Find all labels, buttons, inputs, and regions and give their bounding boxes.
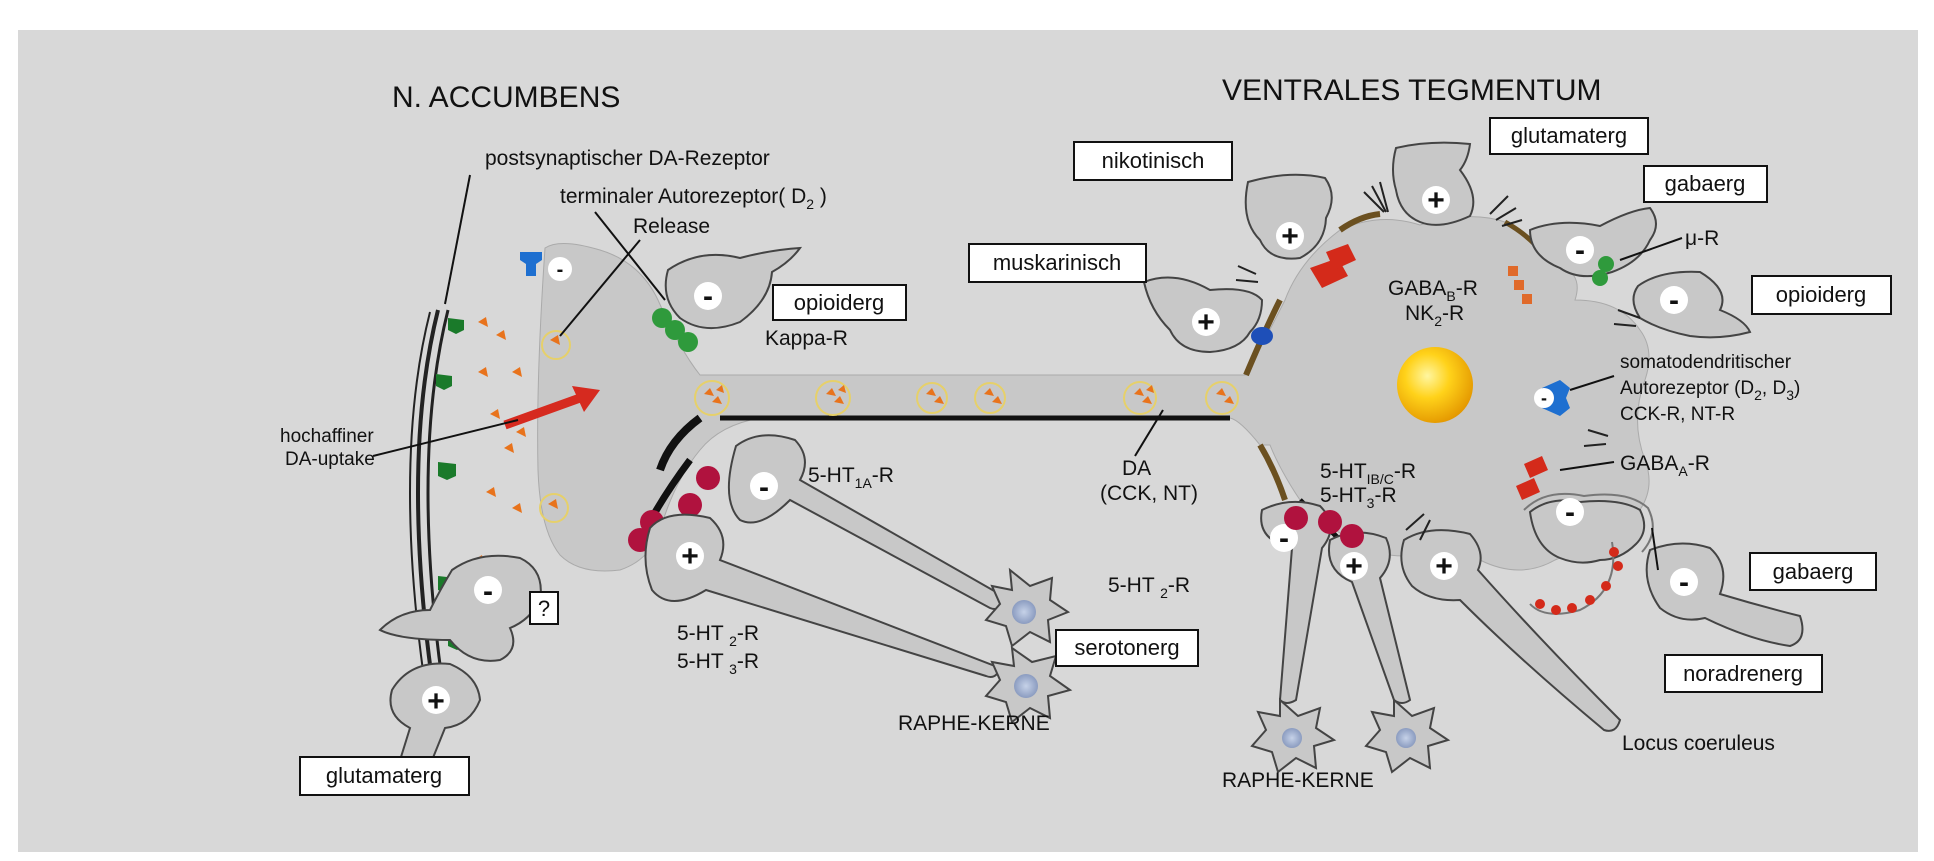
glutamate-neuron-top: + <box>1393 143 1473 225</box>
ht3-label-left: 5-HT 3-R <box>677 650 759 677</box>
svg-text:opioiderg: opioiderg <box>794 290 885 315</box>
svg-text:glutamaterg: glutamaterg <box>1511 123 1627 148</box>
svg-text:+: + <box>1435 550 1453 583</box>
svg-text:+: + <box>427 685 445 718</box>
glutamaterg-box-right: glutamaterg <box>1490 118 1648 154</box>
svg-text:-: - <box>1565 496 1575 529</box>
nikotinisch-box: nikotinisch <box>1074 142 1232 180</box>
muscarinic-receptor <box>1251 327 1273 345</box>
uptake-label-line2: DA-uptake <box>285 449 375 470</box>
uptake-label-line1: hochaffiner <box>280 426 374 447</box>
ht2-label-right: 5-HT 2-R <box>1108 574 1190 601</box>
svg-text:muskarinisch: muskarinisch <box>993 250 1121 275</box>
svg-text:?: ? <box>538 596 550 621</box>
noradrenerg-box: noradrenerg <box>1665 655 1822 692</box>
svg-text:glutamaterg: glutamaterg <box>326 763 442 788</box>
cell-nucleus <box>1397 347 1473 423</box>
svg-text:+: + <box>1427 184 1445 217</box>
svg-text:-: - <box>1279 522 1289 555</box>
opioiderg-box-left: opioiderg <box>773 285 906 320</box>
svg-text:noradrenerg: noradrenerg <box>1683 661 1803 686</box>
ht1a-label: 5-HT1A-R <box>808 464 894 491</box>
svg-text:-: - <box>1575 234 1585 267</box>
kappa-r-label: Kappa-R <box>765 327 848 350</box>
svg-text:-: - <box>759 471 769 504</box>
svg-text:+: + <box>1281 220 1299 253</box>
svg-text:-: - <box>1669 284 1679 317</box>
terminal-autoreceptor-label: terminaler Autorezeptor( D2 ) <box>560 185 827 212</box>
raphe-kerne-label-left: RAPHE-KERNE <box>898 712 1050 735</box>
postsynaptic-receptor-label: postsynaptischer DA-Rezeptor <box>485 147 770 170</box>
da-cotransmitters-label: (CCK, NT) <box>1100 482 1198 505</box>
svg-text:-: - <box>1541 388 1547 408</box>
raphe-kerne-label-right: RAPHE-KERNE <box>1222 769 1374 792</box>
gabab-label: GABAB-R <box>1388 277 1478 304</box>
gabaerg-box-top: gabaerg <box>1644 166 1767 202</box>
serotonerg-box: serotonerg <box>1056 630 1198 666</box>
gabaerg-box-bottom: gabaerg <box>1750 553 1876 590</box>
question-box: ? <box>530 592 558 624</box>
locus-coeruleus-label: Locus coeruleus <box>1622 732 1775 755</box>
svg-text:-: - <box>483 575 493 608</box>
ht3-label-right: 5-HT3-R <box>1320 484 1397 511</box>
cck-nt-receptor-label: CCK-R, NT-R <box>1620 404 1735 425</box>
release-label: Release <box>633 215 710 238</box>
svg-text:nikotinisch: nikotinisch <box>1102 148 1205 173</box>
title-ventrales-tegmentum: VENTRALES TEGMENTUM <box>1222 74 1602 107</box>
svg-text:+: + <box>1197 306 1215 339</box>
svg-text:opioiderg: opioiderg <box>1776 282 1867 307</box>
da-label: DA <box>1122 457 1151 480</box>
title-n-accumbens: N. ACCUMBENS <box>392 81 620 114</box>
svg-text:gabaerg: gabaerg <box>1773 559 1854 584</box>
svg-text:-: - <box>1679 566 1689 599</box>
svg-text:+: + <box>1345 550 1363 583</box>
mu-r-label: μ-R <box>1685 227 1719 250</box>
somatodendritic-label-line1: somatodendritischer <box>1620 352 1792 373</box>
svg-text:gabaerg: gabaerg <box>1665 171 1746 196</box>
gabaa-label: GABAA-R <box>1620 452 1710 479</box>
opioiderg-box-right: opioiderg <box>1752 276 1891 314</box>
muskarinisch-box: muskarinisch <box>969 244 1146 282</box>
ht2-label-left: 5-HT 2-R <box>677 622 759 649</box>
glutamaterg-box-left: glutamaterg <box>300 757 469 795</box>
svg-text:-: - <box>557 259 564 281</box>
svg-text:serotonerg: serotonerg <box>1074 635 1179 660</box>
svg-text:-: - <box>703 280 713 313</box>
svg-text:+: + <box>681 540 699 573</box>
